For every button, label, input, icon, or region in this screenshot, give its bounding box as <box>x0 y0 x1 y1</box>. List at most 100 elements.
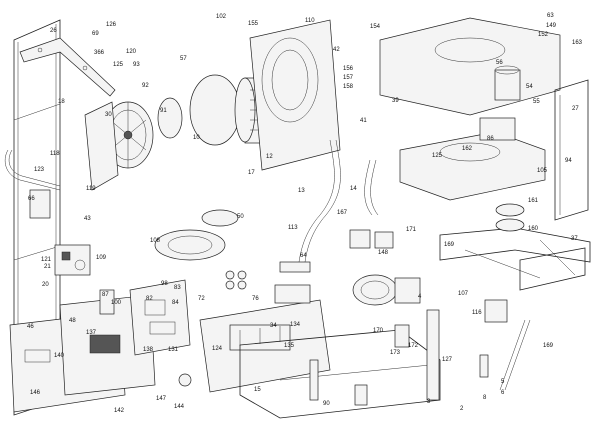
callout-55: 55 <box>533 99 540 105</box>
callout-162: 162 <box>462 146 473 152</box>
callout-171: 171 <box>406 227 417 233</box>
callout-5: 5 <box>501 379 505 385</box>
callout-155: 155 <box>248 21 259 27</box>
callout-107: 107 <box>458 291 469 297</box>
callout-34: 34 <box>270 323 277 329</box>
callout-48: 48 <box>69 318 76 324</box>
flue-spigot <box>154 209 239 261</box>
callout-127: 127 <box>442 357 453 363</box>
callout-160: 160 <box>528 226 539 232</box>
callout-131: 131 <box>168 347 179 353</box>
callout-119: 119 <box>86 186 96 192</box>
callout-173: 173 <box>390 350 401 356</box>
callout-154: 154 <box>370 24 381 30</box>
circulation-pump <box>352 274 421 306</box>
callout-12: 12 <box>266 154 273 160</box>
callout-123: 123 <box>34 167 45 173</box>
base-frame <box>439 227 591 291</box>
callout-152: 152 <box>538 32 549 38</box>
callout-54: 54 <box>526 84 533 90</box>
callout-3: 3 <box>427 399 431 405</box>
callout-93: 93 <box>133 62 140 68</box>
heat-exchanger <box>249 19 341 171</box>
callout-4: 4 <box>418 294 422 300</box>
pipework <box>4 139 440 401</box>
callout-105: 105 <box>537 168 548 174</box>
callout-39: 39 <box>392 98 399 104</box>
callout-20: 20 <box>42 282 49 288</box>
callout-138: 138 <box>143 347 154 353</box>
callout-137: 137 <box>86 330 97 336</box>
control-panel <box>9 294 156 413</box>
callout-126: 126 <box>106 22 117 28</box>
callout-30: 30 <box>105 112 112 118</box>
callout-91: 91 <box>160 108 167 114</box>
callout-98: 98 <box>161 281 168 287</box>
top-mounting-bracket <box>19 37 116 97</box>
callout-86: 86 <box>487 136 494 142</box>
callout-157: 157 <box>343 75 354 81</box>
callout-57: 57 <box>180 56 187 62</box>
callout-94: 94 <box>565 158 572 164</box>
top-cover <box>379 17 561 116</box>
callout-46: 46 <box>27 324 34 330</box>
callout-142: 142 <box>114 408 125 414</box>
callout-13: 13 <box>298 188 305 194</box>
hydraulic-manifold <box>199 299 331 393</box>
callout-140: 140 <box>54 353 65 359</box>
callout-156: 156 <box>343 66 354 72</box>
callout-124: 124 <box>212 346 223 352</box>
callout-41: 41 <box>360 118 367 124</box>
callout-135: 135 <box>284 343 295 349</box>
callout-134: 134 <box>290 322 301 328</box>
callout-15: 15 <box>254 387 261 393</box>
expansion-tank <box>399 117 546 201</box>
callout-102: 102 <box>216 14 227 20</box>
callout-21: 21 <box>44 264 51 270</box>
callout-10: 10 <box>193 135 200 141</box>
callout-14: 14 <box>350 186 357 192</box>
callout-120: 120 <box>126 49 137 55</box>
callout-50: 50 <box>237 214 244 220</box>
callout-2: 2 <box>460 406 464 412</box>
callout-121: 121 <box>41 257 52 263</box>
circuit-board <box>129 279 191 356</box>
callout-100: 100 <box>111 300 122 306</box>
callout-84: 84 <box>172 300 179 306</box>
fan-assembly <box>84 101 154 191</box>
callout-116: 116 <box>472 310 482 316</box>
callout-27: 27 <box>572 106 579 112</box>
callout-26: 26 <box>50 28 57 34</box>
callout-63: 63 <box>547 13 554 19</box>
callout-158: 158 <box>343 84 354 90</box>
callout-170: 170 <box>373 328 384 334</box>
callout-56: 56 <box>496 60 503 66</box>
callout-69: 69 <box>92 31 99 37</box>
callout-37: 37 <box>571 236 578 242</box>
callout-172: 172 <box>408 343 419 349</box>
callout-125a: 125 <box>113 62 124 68</box>
callout-113: 113 <box>288 225 298 231</box>
callout-66: 66 <box>28 196 35 202</box>
callout-148: 148 <box>378 250 389 256</box>
fittings <box>29 189 531 406</box>
callout-161: 161 <box>528 198 539 204</box>
callout-169b: 169 <box>543 343 554 349</box>
callout-167: 167 <box>337 210 348 216</box>
callout-147: 147 <box>156 396 167 402</box>
callout-144: 144 <box>174 404 185 410</box>
callout-169a: 169 <box>444 242 455 248</box>
callout-82: 82 <box>146 296 153 302</box>
callout-8: 8 <box>483 395 487 401</box>
callout-64: 64 <box>300 253 307 259</box>
callout-18: 18 <box>58 99 65 105</box>
callout-125b: 125 <box>432 153 443 159</box>
callout-110: 110 <box>305 18 315 24</box>
callout-109: 109 <box>96 255 107 261</box>
callout-72: 72 <box>198 296 205 302</box>
callout-6: 6 <box>501 390 505 396</box>
callout-146: 146 <box>30 390 41 396</box>
callout-366: 366 <box>94 50 105 56</box>
callout-43: 43 <box>84 216 91 222</box>
